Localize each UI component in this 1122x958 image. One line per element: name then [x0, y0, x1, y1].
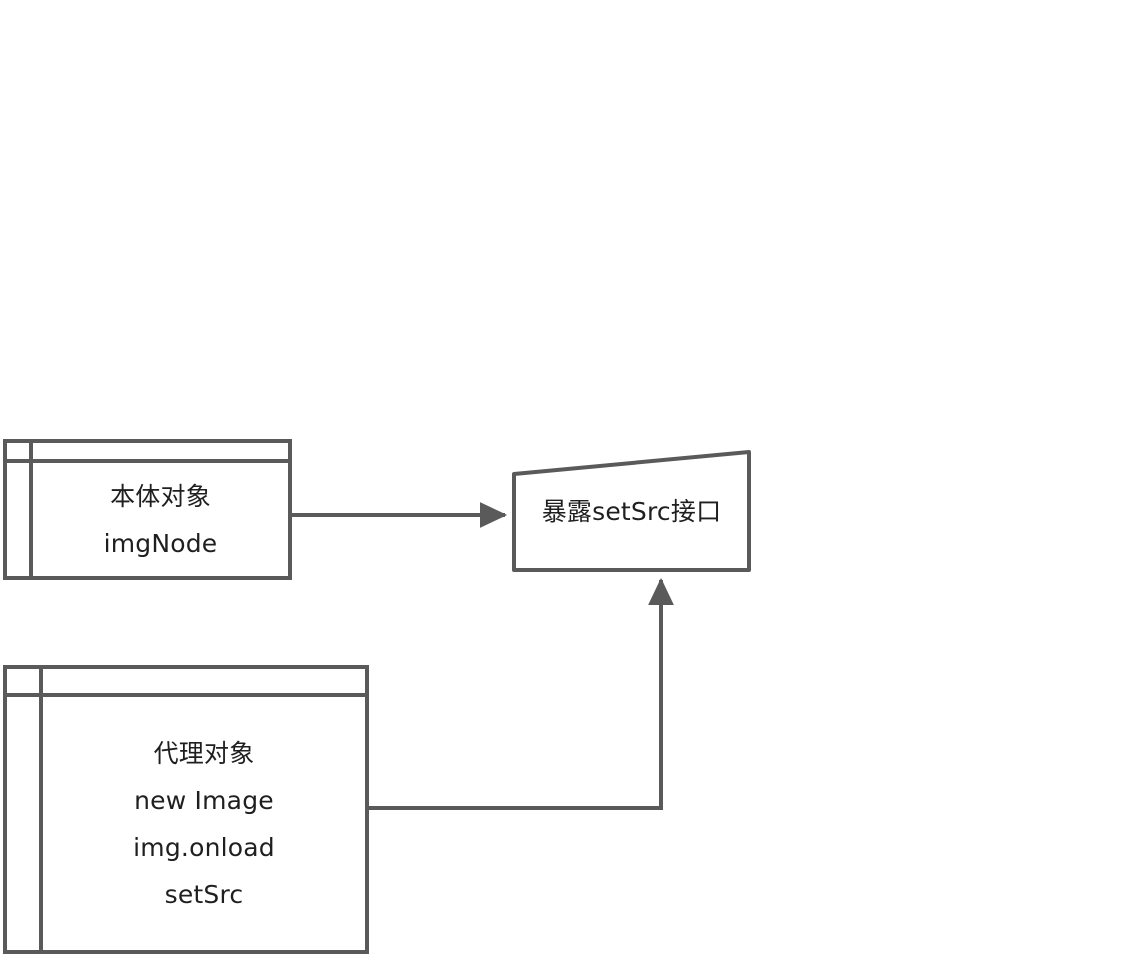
- main-object-outer-rect: [3, 439, 292, 580]
- main-object-label-group: 本体对象 imgNode: [31, 461, 290, 578]
- proxy-object-label-line-1: 代理对象: [153, 738, 255, 768]
- proxy-object-outer-rect: [3, 665, 369, 954]
- proxy-object-label-line-2: new Image: [134, 785, 274, 815]
- interface-label-group: 暴露setSrc接口: [513, 452, 750, 570]
- proxy-to-interface-line: [367, 577, 674, 810]
- main-object-label-line-1: 本体对象: [110, 481, 211, 511]
- proxy-object-label-line-3: img.onload: [133, 832, 275, 862]
- main-object-component-shape[interactable]: [3, 439, 292, 580]
- main-object-label-line-2: imgNode: [103, 528, 218, 558]
- proxy-object-component-shape[interactable]: [3, 665, 369, 954]
- proxy-object-to-interface-arrow[interactable]: [367, 577, 674, 810]
- interface-trapezoid-path: [512, 450, 751, 572]
- expose-setsrc-interface-shape[interactable]: [512, 450, 751, 572]
- proxy-object-label-line-4: setSrc: [164, 879, 244, 909]
- interface-label-line-1: 暴露setSrc接口: [541, 496, 722, 526]
- proxy-object-label-group: 代理对象 new Image img.onload setSrc: [41, 695, 367, 952]
